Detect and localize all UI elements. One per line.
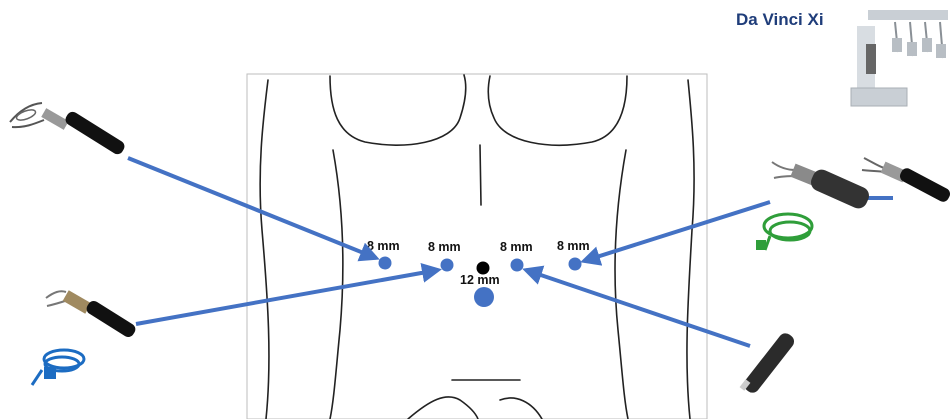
grasper-icon bbox=[861, 157, 951, 202]
arrow-to-left-inner-port bbox=[135, 262, 442, 326]
vessel-sealer-icon bbox=[756, 161, 869, 251]
arrow-to-right-outer-port bbox=[580, 200, 771, 266]
port-label-12mm: 12 mm bbox=[460, 273, 500, 287]
port-label-8mm-1: 8 mm bbox=[367, 239, 400, 253]
port-label-8mm-2: 8 mm bbox=[428, 240, 461, 254]
robot-title: Da Vinci Xi bbox=[736, 10, 824, 29]
suction-irrigator-icon bbox=[739, 333, 795, 393]
port-8mm-right-inner bbox=[510, 258, 524, 272]
port-label-8mm-3: 8 mm bbox=[500, 240, 533, 254]
port-8mm-left-outer bbox=[378, 256, 392, 270]
arrow-to-left-outer-port bbox=[127, 156, 380, 262]
torso-outline bbox=[246, 73, 708, 419]
da-vinci-xi-robot-icon bbox=[850, 10, 948, 107]
port-8mm-right-outer bbox=[568, 257, 582, 271]
port-12mm bbox=[474, 287, 494, 307]
monopolar-curved-scissors-icon bbox=[30, 290, 136, 386]
port-label-8mm-4: 8 mm bbox=[557, 239, 590, 253]
fenestrated-bipolar-forceps-icon bbox=[9, 102, 125, 155]
arrow-group bbox=[127, 156, 893, 348]
arrow-to-right-inner-port bbox=[522, 265, 751, 348]
camera-port-marker bbox=[476, 261, 490, 275]
port-8mm-left-inner bbox=[440, 258, 454, 272]
